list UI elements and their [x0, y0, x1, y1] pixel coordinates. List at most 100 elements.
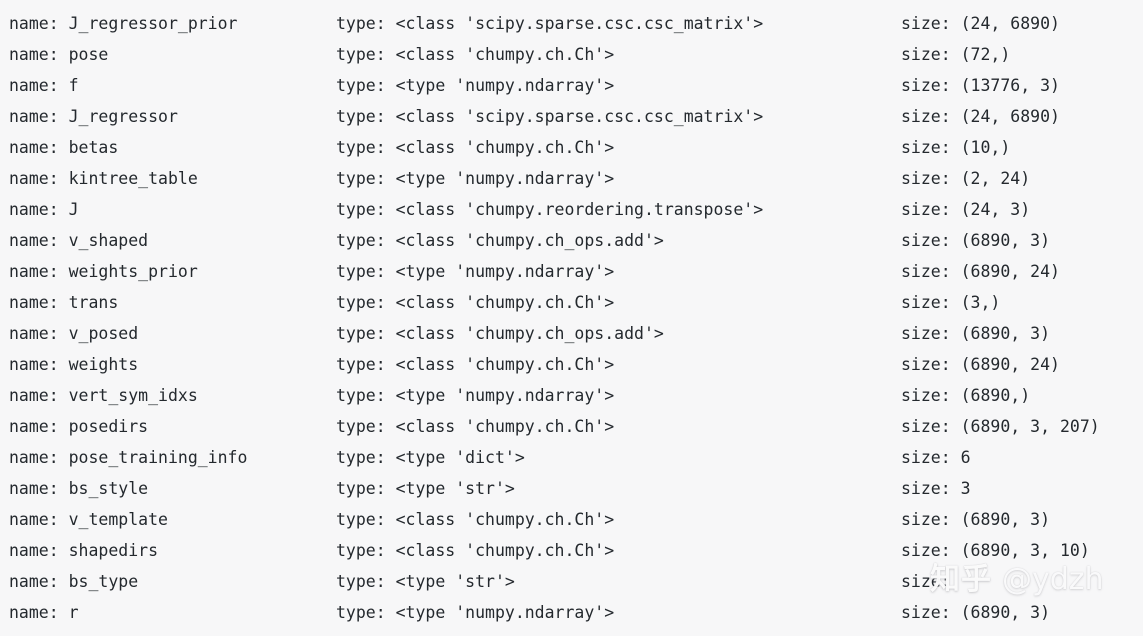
- row-size-cell: size:: [901, 566, 961, 597]
- name-value: f: [68, 76, 79, 95]
- console-row: name: shapedirs type: <class 'chumpy.ch.C…: [0, 535, 1143, 566]
- name-value: pose: [68, 45, 109, 64]
- name-value: J: [68, 200, 79, 219]
- name-value: weights_prior: [68, 262, 198, 281]
- row-name-cell: name: weights: [9, 349, 138, 380]
- name-value: pose_training_info: [68, 448, 248, 467]
- type-value: <class 'chumpy.ch.Ch'>: [395, 417, 615, 436]
- console-row: name: kintree_table type: <type 'numpy.nd…: [0, 163, 1143, 194]
- type-value: <type 'dict'>: [395, 448, 525, 467]
- size-value: (6890, 24): [960, 262, 1060, 281]
- type-value: <class 'chumpy.reordering.transpose'>: [395, 200, 764, 219]
- row-name-cell: name: vert_sym_idxs: [9, 380, 198, 411]
- name-value: weights: [68, 355, 139, 374]
- size-label: size:: [901, 200, 951, 219]
- type-label: type:: [336, 417, 386, 436]
- type-value: <class 'chumpy.ch_ops.add'>: [395, 231, 664, 250]
- type-value: <class 'chumpy.ch.Ch'>: [395, 510, 615, 529]
- name-label: name:: [9, 479, 59, 498]
- row-type-cell: type: <type 'numpy.ndarray'>: [336, 380, 614, 411]
- row-type-cell: type: <class 'chumpy.ch.Ch'>: [336, 411, 614, 442]
- row-name-cell: name: shapedirs: [9, 535, 158, 566]
- type-label: type:: [336, 231, 386, 250]
- name-value: v_shaped: [68, 231, 149, 250]
- row-name-cell: name: pose: [9, 39, 108, 70]
- size-value: (6890, 3): [960, 510, 1051, 529]
- row-size-cell: size: (6890, 3, 10): [901, 535, 1090, 566]
- name-value: kintree_table: [68, 169, 198, 188]
- row-size-cell: size: (72,): [901, 39, 1010, 70]
- console-row: name: weights_prior type: <type 'numpy.nd…: [0, 256, 1143, 287]
- name-label: name:: [9, 138, 59, 157]
- row-name-cell: name: weights_prior: [9, 256, 198, 287]
- type-value: <type 'numpy.ndarray'>: [395, 386, 615, 405]
- console-row: name: vert_sym_idxs type: <type 'numpy.nd…: [0, 380, 1143, 411]
- type-value: <class 'chumpy.ch.Ch'>: [395, 138, 615, 157]
- type-label: type:: [336, 510, 386, 529]
- size-value: (10,): [960, 138, 1011, 157]
- name-value: trans: [68, 293, 119, 312]
- type-value: <class 'scipy.sparse.csc.csc_matrix'>: [395, 14, 764, 33]
- size-label: size:: [901, 510, 951, 529]
- type-label: type:: [336, 169, 386, 188]
- row-name-cell: name: J: [9, 194, 79, 225]
- row-name-cell: name: v_posed: [9, 318, 138, 349]
- row-type-cell: type: <class 'chumpy.ch.Ch'>: [336, 535, 614, 566]
- type-label: type:: [336, 293, 386, 312]
- row-size-cell: size: (24, 6890): [901, 101, 1060, 132]
- row-name-cell: name: posedirs: [9, 411, 148, 442]
- name-value: bs_style: [68, 479, 149, 498]
- name-label: name:: [9, 169, 59, 188]
- size-value: (6890, 3): [960, 231, 1051, 250]
- name-label: name:: [9, 603, 59, 622]
- row-type-cell: type: <type 'dict'>: [336, 442, 525, 473]
- row-name-cell: name: trans: [9, 287, 118, 318]
- row-size-cell: size: (6890, 24): [901, 256, 1060, 287]
- row-type-cell: type: <class 'chumpy.ch.Ch'>: [336, 39, 614, 70]
- type-value: <type 'numpy.ndarray'>: [395, 76, 615, 95]
- row-type-cell: type: <class 'chumpy.ch.Ch'>: [336, 504, 614, 535]
- row-size-cell: size: (6890, 3): [901, 318, 1050, 349]
- type-label: type:: [336, 603, 386, 622]
- name-value: v_posed: [68, 324, 139, 343]
- size-label: size:: [901, 479, 951, 498]
- row-name-cell: name: r: [9, 597, 79, 628]
- type-label: type:: [336, 355, 386, 374]
- row-type-cell: type: <type 'numpy.ndarray'>: [336, 70, 614, 101]
- row-type-cell: type: <type 'numpy.ndarray'>: [336, 163, 614, 194]
- type-label: type:: [336, 262, 386, 281]
- name-value: shapedirs: [68, 541, 159, 560]
- size-value: (6890,): [960, 386, 1031, 405]
- name-value: posedirs: [68, 417, 149, 436]
- size-value: (6890, 3): [960, 603, 1051, 622]
- name-label: name:: [9, 386, 59, 405]
- row-size-cell: size: (6890, 3): [901, 225, 1050, 256]
- size-label: size:: [901, 14, 951, 33]
- name-value: vert_sym_idxs: [68, 386, 198, 405]
- size-value: 6: [960, 448, 971, 467]
- type-label: type:: [336, 479, 386, 498]
- type-label: type:: [336, 14, 386, 33]
- type-label: type:: [336, 76, 386, 95]
- size-label: size:: [901, 355, 951, 374]
- name-value: r: [68, 603, 79, 622]
- size-value: 3: [960, 479, 971, 498]
- size-label: size:: [901, 603, 951, 622]
- type-label: type:: [336, 107, 386, 126]
- row-name-cell: name: v_shaped: [9, 225, 148, 256]
- size-value: (24, 6890): [960, 14, 1060, 33]
- row-type-cell: type: <type 'numpy.ndarray'>: [336, 256, 614, 287]
- size-label: size:: [901, 386, 951, 405]
- row-size-cell: size: (2, 24): [901, 163, 1030, 194]
- size-value: (6890, 3): [960, 324, 1051, 343]
- size-value: (72,): [960, 45, 1011, 64]
- size-label: size:: [901, 324, 951, 343]
